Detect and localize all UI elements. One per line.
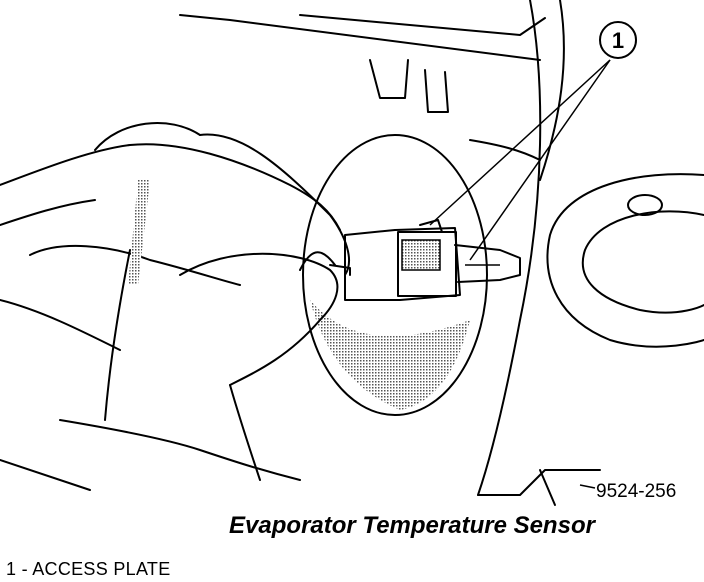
hand-illustration	[0, 122, 350, 491]
figure-code: 9524-256	[596, 481, 676, 502]
temperature-sensor	[329, 219, 521, 301]
housing-panel	[179, 0, 601, 506]
access-plate-opening	[302, 134, 488, 416]
figure-caption: Evaporator Temperature Sensor	[229, 512, 595, 539]
blower-housing	[546, 173, 704, 348]
callout-number: 1	[612, 28, 624, 53]
callout-1: 1	[599, 21, 637, 59]
callout-leaders	[429, 59, 611, 489]
evaporator-sensor-illustration: 1 9524-256	[0, 0, 704, 506]
legend: 1 - ACCESS PLATE	[6, 559, 171, 580]
legend-item: 1 - ACCESS PLATE	[6, 559, 171, 579]
